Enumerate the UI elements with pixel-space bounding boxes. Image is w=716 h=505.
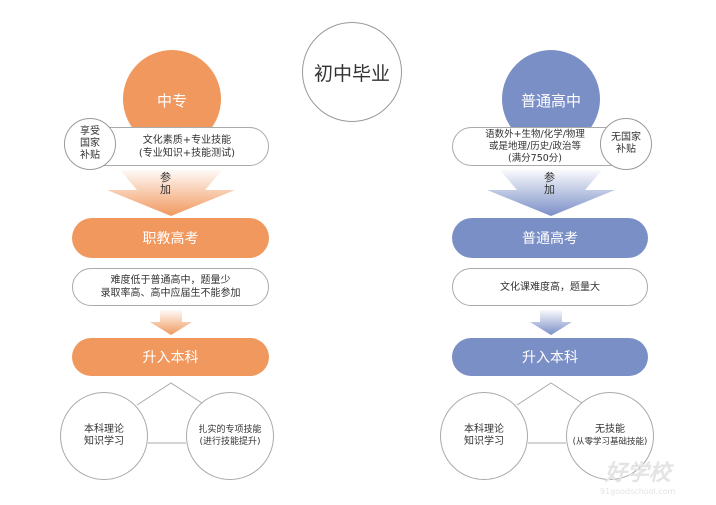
general-exam-pill: 普通高考 xyxy=(452,218,648,258)
text: 语数外+生物/化学/物理 xyxy=(485,128,585,140)
text: 知识学习 xyxy=(464,436,504,447)
arrow-down-icon xyxy=(107,170,235,216)
text: 本科理论 xyxy=(464,424,504,435)
text: 享受 xyxy=(80,126,100,137)
text: 升入本科 xyxy=(522,350,578,366)
zhongzhuan-label: 中专 xyxy=(156,92,187,110)
text: 扎实的专项技能 xyxy=(198,425,262,435)
arrow-down-icon xyxy=(150,310,192,335)
text: 参 xyxy=(544,171,555,184)
text: (满分750分) xyxy=(507,152,563,164)
left-subsidy-badge: 享受国家补贴 xyxy=(64,118,116,170)
text: 知识学习 xyxy=(84,436,124,447)
text: 文化素质+专业技能 xyxy=(142,134,232,146)
arrow-down-icon xyxy=(530,310,572,335)
high-school-label: 普通高中 xyxy=(520,92,581,110)
text: 无国家 xyxy=(611,132,641,143)
text: 补贴 xyxy=(80,150,100,161)
right-result-pill: 升入本科 xyxy=(452,338,648,376)
vocational-exam-pill: 职教高考 xyxy=(72,218,269,258)
text: 加 xyxy=(544,183,555,196)
text: 无技能 xyxy=(594,424,625,435)
arrow-down-icon xyxy=(487,170,615,216)
top-node: 初中毕业 xyxy=(302,22,402,122)
right-arrow-label: 参加 xyxy=(544,172,555,196)
text: 录取率高、高中应届生不能参加 xyxy=(100,288,241,299)
right-branch-theory: 本科理论知识学习 xyxy=(440,392,528,480)
right-branch-skills: 无技能 (从零学习基础技能) xyxy=(566,392,654,480)
text: 加 xyxy=(160,183,171,196)
text: 国家 xyxy=(80,138,100,149)
right-note: 文化课难度高，题量大 xyxy=(452,268,648,306)
right-subsidy-badge: 无国家补贴 xyxy=(600,118,652,170)
left-branch-skills: 扎实的专项技能 (进行技能提升) xyxy=(186,392,274,480)
text: 参 xyxy=(160,171,171,184)
text: (进行技能提升) xyxy=(199,437,261,447)
text: 普通高考 xyxy=(522,231,578,247)
left-note: 难度低于普通高中，题量少录取率高、高中应届生不能参加 xyxy=(72,268,269,306)
left-arrow-label: 参加 xyxy=(160,172,171,196)
text: 难度低于普通高中，题量少 xyxy=(110,275,231,286)
left-result-pill: 升入本科 xyxy=(72,338,269,376)
text: 职教高考 xyxy=(142,231,199,247)
watermark-url: 91goodschool.com xyxy=(600,487,676,496)
text: 或是地理/历史/政治等 xyxy=(489,140,581,152)
text: 升入本科 xyxy=(142,350,199,366)
title-text: 初中毕业 xyxy=(313,62,390,85)
text: 补贴 xyxy=(616,144,636,155)
text: 本科理论 xyxy=(84,424,124,435)
text: 文化课难度高，题量大 xyxy=(500,281,600,293)
watermark: 好学校 91goodschool.com xyxy=(600,455,675,496)
text: (从零学习基础技能) xyxy=(572,437,648,447)
text: (专业知识+技能测试) xyxy=(138,147,236,159)
left-branch-theory: 本科理论知识学习 xyxy=(60,392,148,480)
watermark-logo: 好学校 xyxy=(604,461,671,486)
